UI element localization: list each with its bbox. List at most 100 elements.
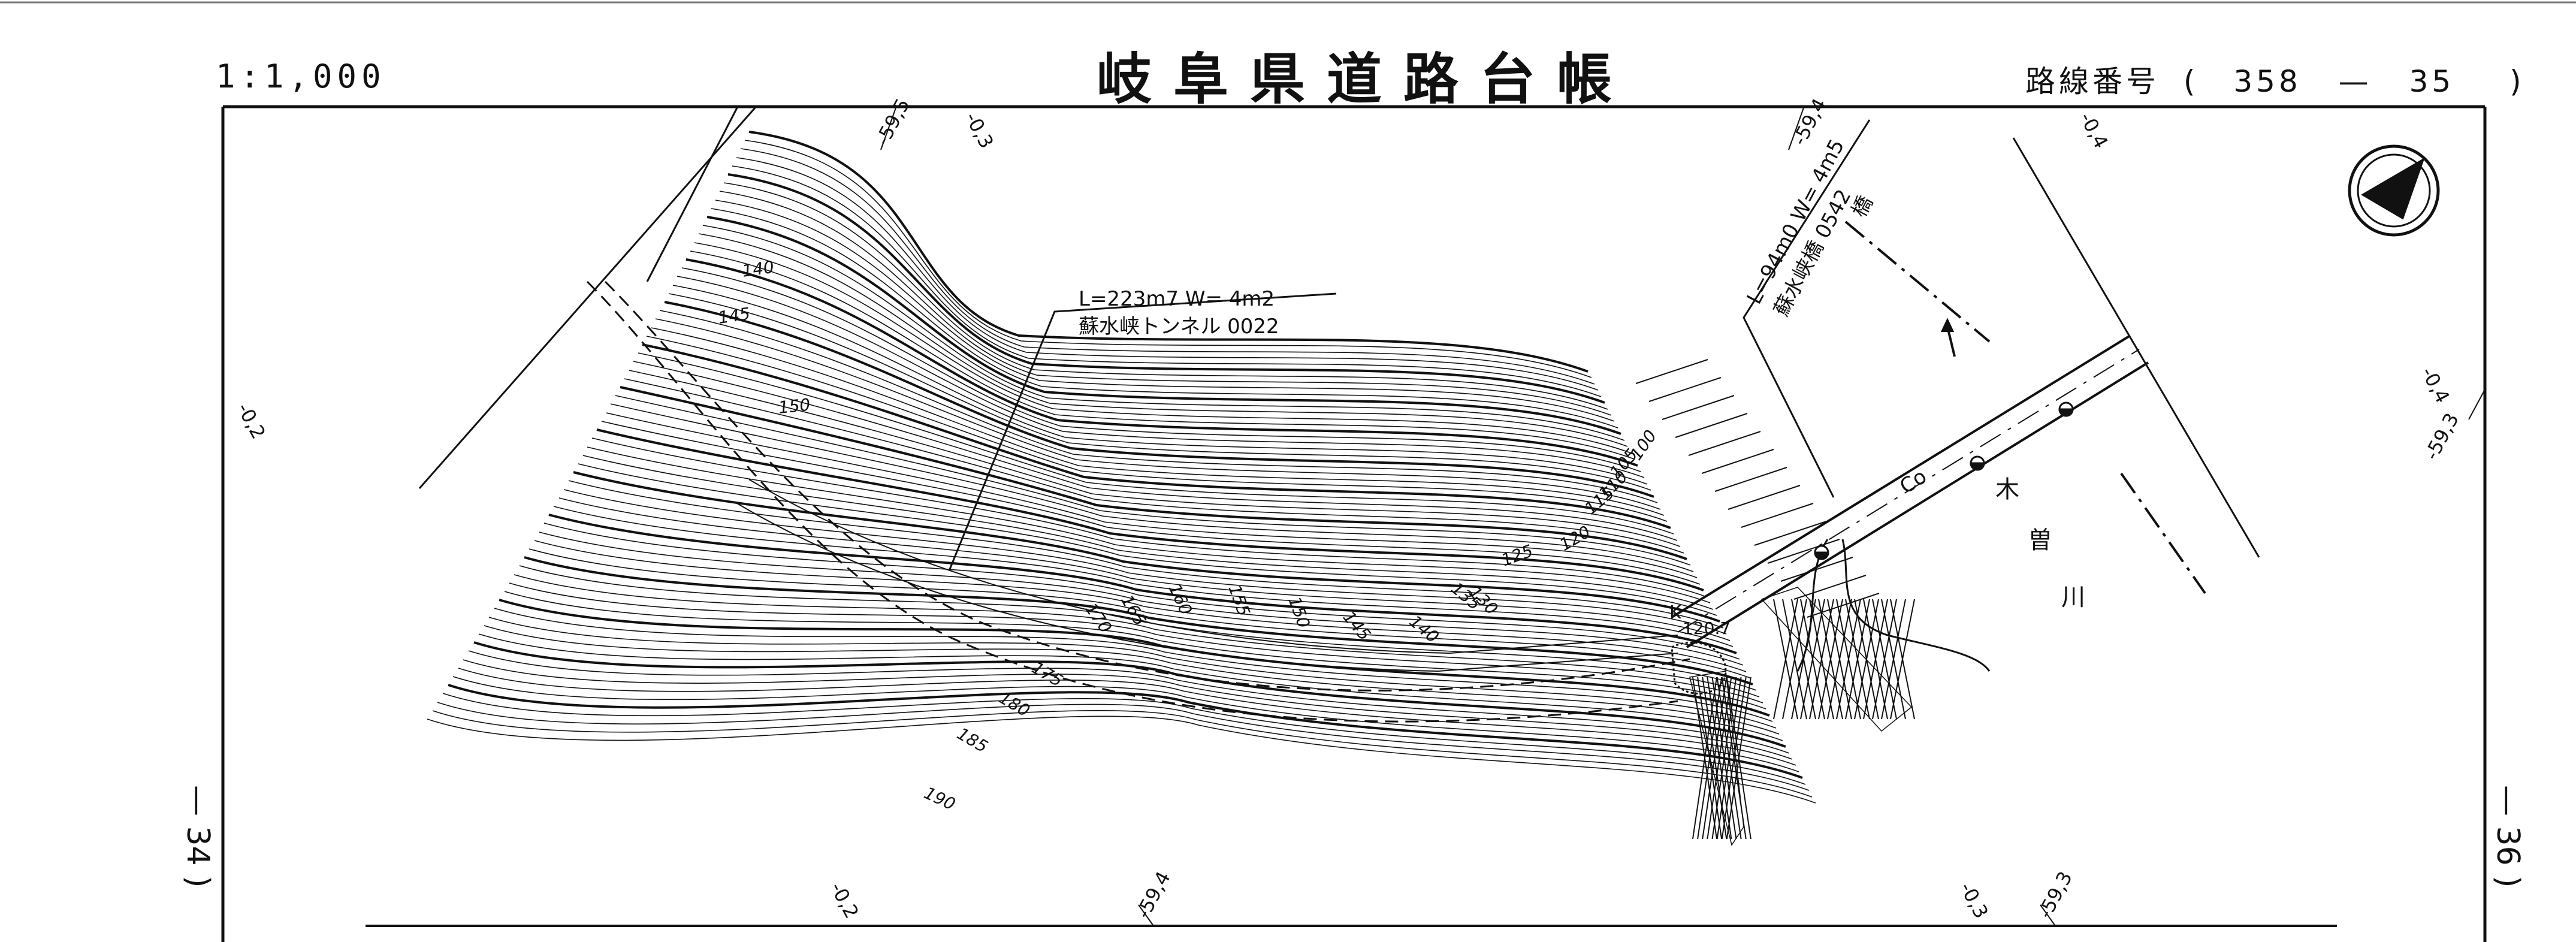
route-number: 358	[2233, 64, 2302, 99]
contour-line	[748, 131, 1589, 373]
hatch-tick	[1635, 359, 1708, 384]
contour-line	[655, 318, 1661, 510]
contour-line	[681, 267, 1641, 472]
tunnel-label-name: 蘇水峡トンネル 0022	[1079, 315, 1279, 339]
grid-ref-right-1: -0,4	[2417, 363, 2454, 407]
adjacent-sheet-right: — 36 )	[2490, 785, 2526, 888]
contour-label: 145	[717, 304, 751, 328]
crosshatch-line	[1800, 599, 1825, 720]
contour-line	[553, 506, 1734, 647]
contour-line	[524, 556, 1753, 686]
contour-line	[463, 659, 1793, 760]
crosshatch-line	[1881, 599, 1906, 720]
grid-ref-left-1: -0,2	[232, 399, 270, 443]
contour-line	[514, 574, 1760, 698]
contour-line	[610, 403, 1694, 572]
hatch-tick	[1701, 449, 1774, 474]
tunnel-label-dims: L=223m7 W= 4m2	[1079, 287, 1275, 311]
label-leaders	[949, 119, 1871, 570]
hatch-tick	[1767, 539, 1840, 564]
contour-line	[715, 200, 1615, 422]
adjacent-sheet-left: — 34 )	[180, 785, 216, 888]
contour-line	[719, 191, 1612, 416]
contour-line	[620, 386, 1687, 560]
contour-line	[587, 446, 1711, 603]
contour-line	[596, 428, 1704, 591]
hatch-tick	[1728, 485, 1801, 510]
road-marker: Co	[1896, 464, 1931, 499]
grid-ref-top-4: -0,4	[2075, 108, 2113, 152]
contour-line	[646, 336, 1668, 522]
crosshatch-line	[1809, 599, 1834, 720]
grid-ref-bottom-1: -0,2	[826, 878, 863, 922]
contour-line	[568, 480, 1724, 629]
hatch-tick	[1648, 377, 1722, 402]
grid-ref-bottom-2: -59,4	[1132, 868, 1175, 922]
contour-line	[736, 157, 1599, 391]
contour-line	[601, 421, 1701, 585]
hatch-tick	[1741, 503, 1814, 528]
contour-line	[642, 343, 1671, 529]
hatch-tick	[1675, 413, 1748, 438]
grid-ref-bottom-3: -0,3	[1955, 878, 1993, 922]
river-char-3: 川	[2061, 584, 2085, 611]
hatch-tick	[1714, 467, 1787, 492]
contour-line	[499, 599, 1770, 717]
crosshatch-line	[1721, 677, 1747, 840]
river-centerline	[1844, 221, 2206, 594]
map-frame	[221, 105, 2487, 942]
river-char-1: 木	[1995, 476, 2019, 503]
contour-line	[452, 676, 1799, 772]
contour-line	[458, 668, 1796, 766]
survey-points	[1814, 401, 2074, 560]
route-section: 35	[2409, 64, 2455, 99]
contour-line	[563, 489, 1727, 635]
rock-outcrop	[1671, 641, 1727, 695]
contour-line	[606, 412, 1698, 578]
contour-line	[473, 641, 1786, 748]
crosshatch-line	[1836, 599, 1861, 720]
contour-label: 120	[1556, 522, 1594, 555]
contour-line	[629, 370, 1681, 547]
contour-label: 140	[1406, 611, 1443, 647]
crosshatch-line	[1845, 599, 1870, 720]
contour-line	[624, 378, 1684, 554]
map-scale: 1:1,000	[216, 58, 386, 95]
contour-line	[484, 625, 1780, 735]
contour-line	[448, 684, 1803, 779]
route-dash: —	[2338, 64, 2372, 99]
grid-ref-right-2: -59,3	[2420, 409, 2463, 464]
contour-lines	[418, 107, 1816, 804]
tunnel-alignment	[586, 280, 1690, 723]
contour-line	[591, 437, 1707, 597]
flow-arrow-icon	[1940, 318, 1956, 357]
slope-boundary	[418, 107, 756, 489]
route-number-box: 路線番号 ( 358 — 35 )	[2025, 58, 2525, 101]
contour-line	[494, 608, 1773, 722]
crosshatch-line	[1872, 599, 1897, 720]
contour-line	[573, 471, 1720, 623]
hatch-tick	[1793, 575, 1867, 600]
contour-line	[615, 395, 1691, 566]
crosshatch-line	[1818, 599, 1843, 720]
contour-line	[442, 693, 1806, 785]
grid-ref-top-1: -59,5	[871, 95, 914, 149]
contour-line	[740, 148, 1595, 385]
contour-line	[694, 242, 1632, 454]
route-number-label: 路線番号	[2025, 64, 2160, 99]
contour-line	[509, 582, 1763, 704]
river-char-2: 曽	[2028, 527, 2052, 554]
grid-ref-bottom-4: -59,3	[2034, 868, 2077, 922]
contour-label: 150	[777, 395, 811, 418]
hatch-tick	[1662, 395, 1735, 420]
contour-line	[659, 310, 1658, 503]
contour-line	[529, 548, 1750, 678]
k-marker: K	[1669, 602, 1682, 623]
contour-label: 185	[954, 723, 992, 756]
contour-line	[732, 165, 1602, 397]
contour-label: 155	[1224, 582, 1254, 619]
contour-line	[723, 182, 1608, 410]
contour-line	[539, 532, 1744, 666]
hatch-tick	[1754, 521, 1827, 546]
